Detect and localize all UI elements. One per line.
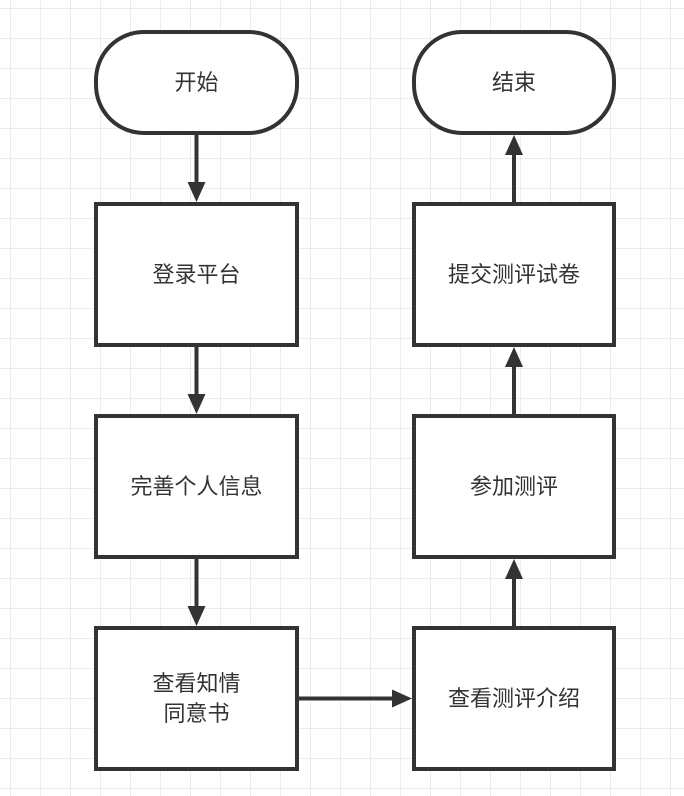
node-label: 查看测评介绍 (448, 687, 580, 712)
node-label: 同意书 (163, 702, 229, 727)
process-box (412, 626, 616, 771)
node-label: 完善个人信息 (130, 475, 262, 500)
node-start: 开始 (94, 30, 299, 135)
node-intro: 查看测评介绍 (412, 626, 616, 771)
arrowhead-icon (187, 182, 206, 202)
edge-intro-to-take (505, 559, 523, 628)
arrowhead-icon (505, 135, 523, 155)
arrowhead-icon (187, 394, 206, 414)
edge-profile-to-consent (187, 557, 206, 626)
arrowhead-icon (505, 347, 523, 367)
terminal-shape (94, 30, 299, 135)
process-box (412, 202, 616, 347)
node-login: 登录平台 (94, 202, 299, 347)
edge-start-to-login (187, 133, 206, 202)
node-label: 结束 (492, 71, 536, 96)
node-submit: 提交测评试卷 (412, 202, 616, 347)
edge-submit-to-end (505, 135, 523, 204)
process-box (412, 414, 616, 559)
node-label: 提交测评试卷 (448, 263, 580, 288)
process-box (94, 626, 299, 771)
process-box (94, 202, 299, 347)
node-label: 登录平台 (152, 263, 240, 288)
arrowhead-icon (392, 689, 412, 708)
arrowhead-icon (187, 606, 206, 626)
node-profile: 完善个人信息 (94, 414, 299, 559)
edge-login-to-profile (187, 345, 206, 414)
node-label: 参加测评 (470, 475, 558, 500)
node-take: 参加测评 (412, 414, 616, 559)
edge-take-to-submit (505, 347, 523, 416)
edge-consent-to-intro (297, 689, 412, 708)
node-label: 开始 (174, 71, 218, 96)
arrowhead-icon (505, 559, 523, 579)
node-label: 查看知情 (152, 672, 240, 697)
terminal-shape (412, 30, 616, 135)
process-box (94, 414, 299, 559)
node-end: 结束 (412, 30, 616, 135)
